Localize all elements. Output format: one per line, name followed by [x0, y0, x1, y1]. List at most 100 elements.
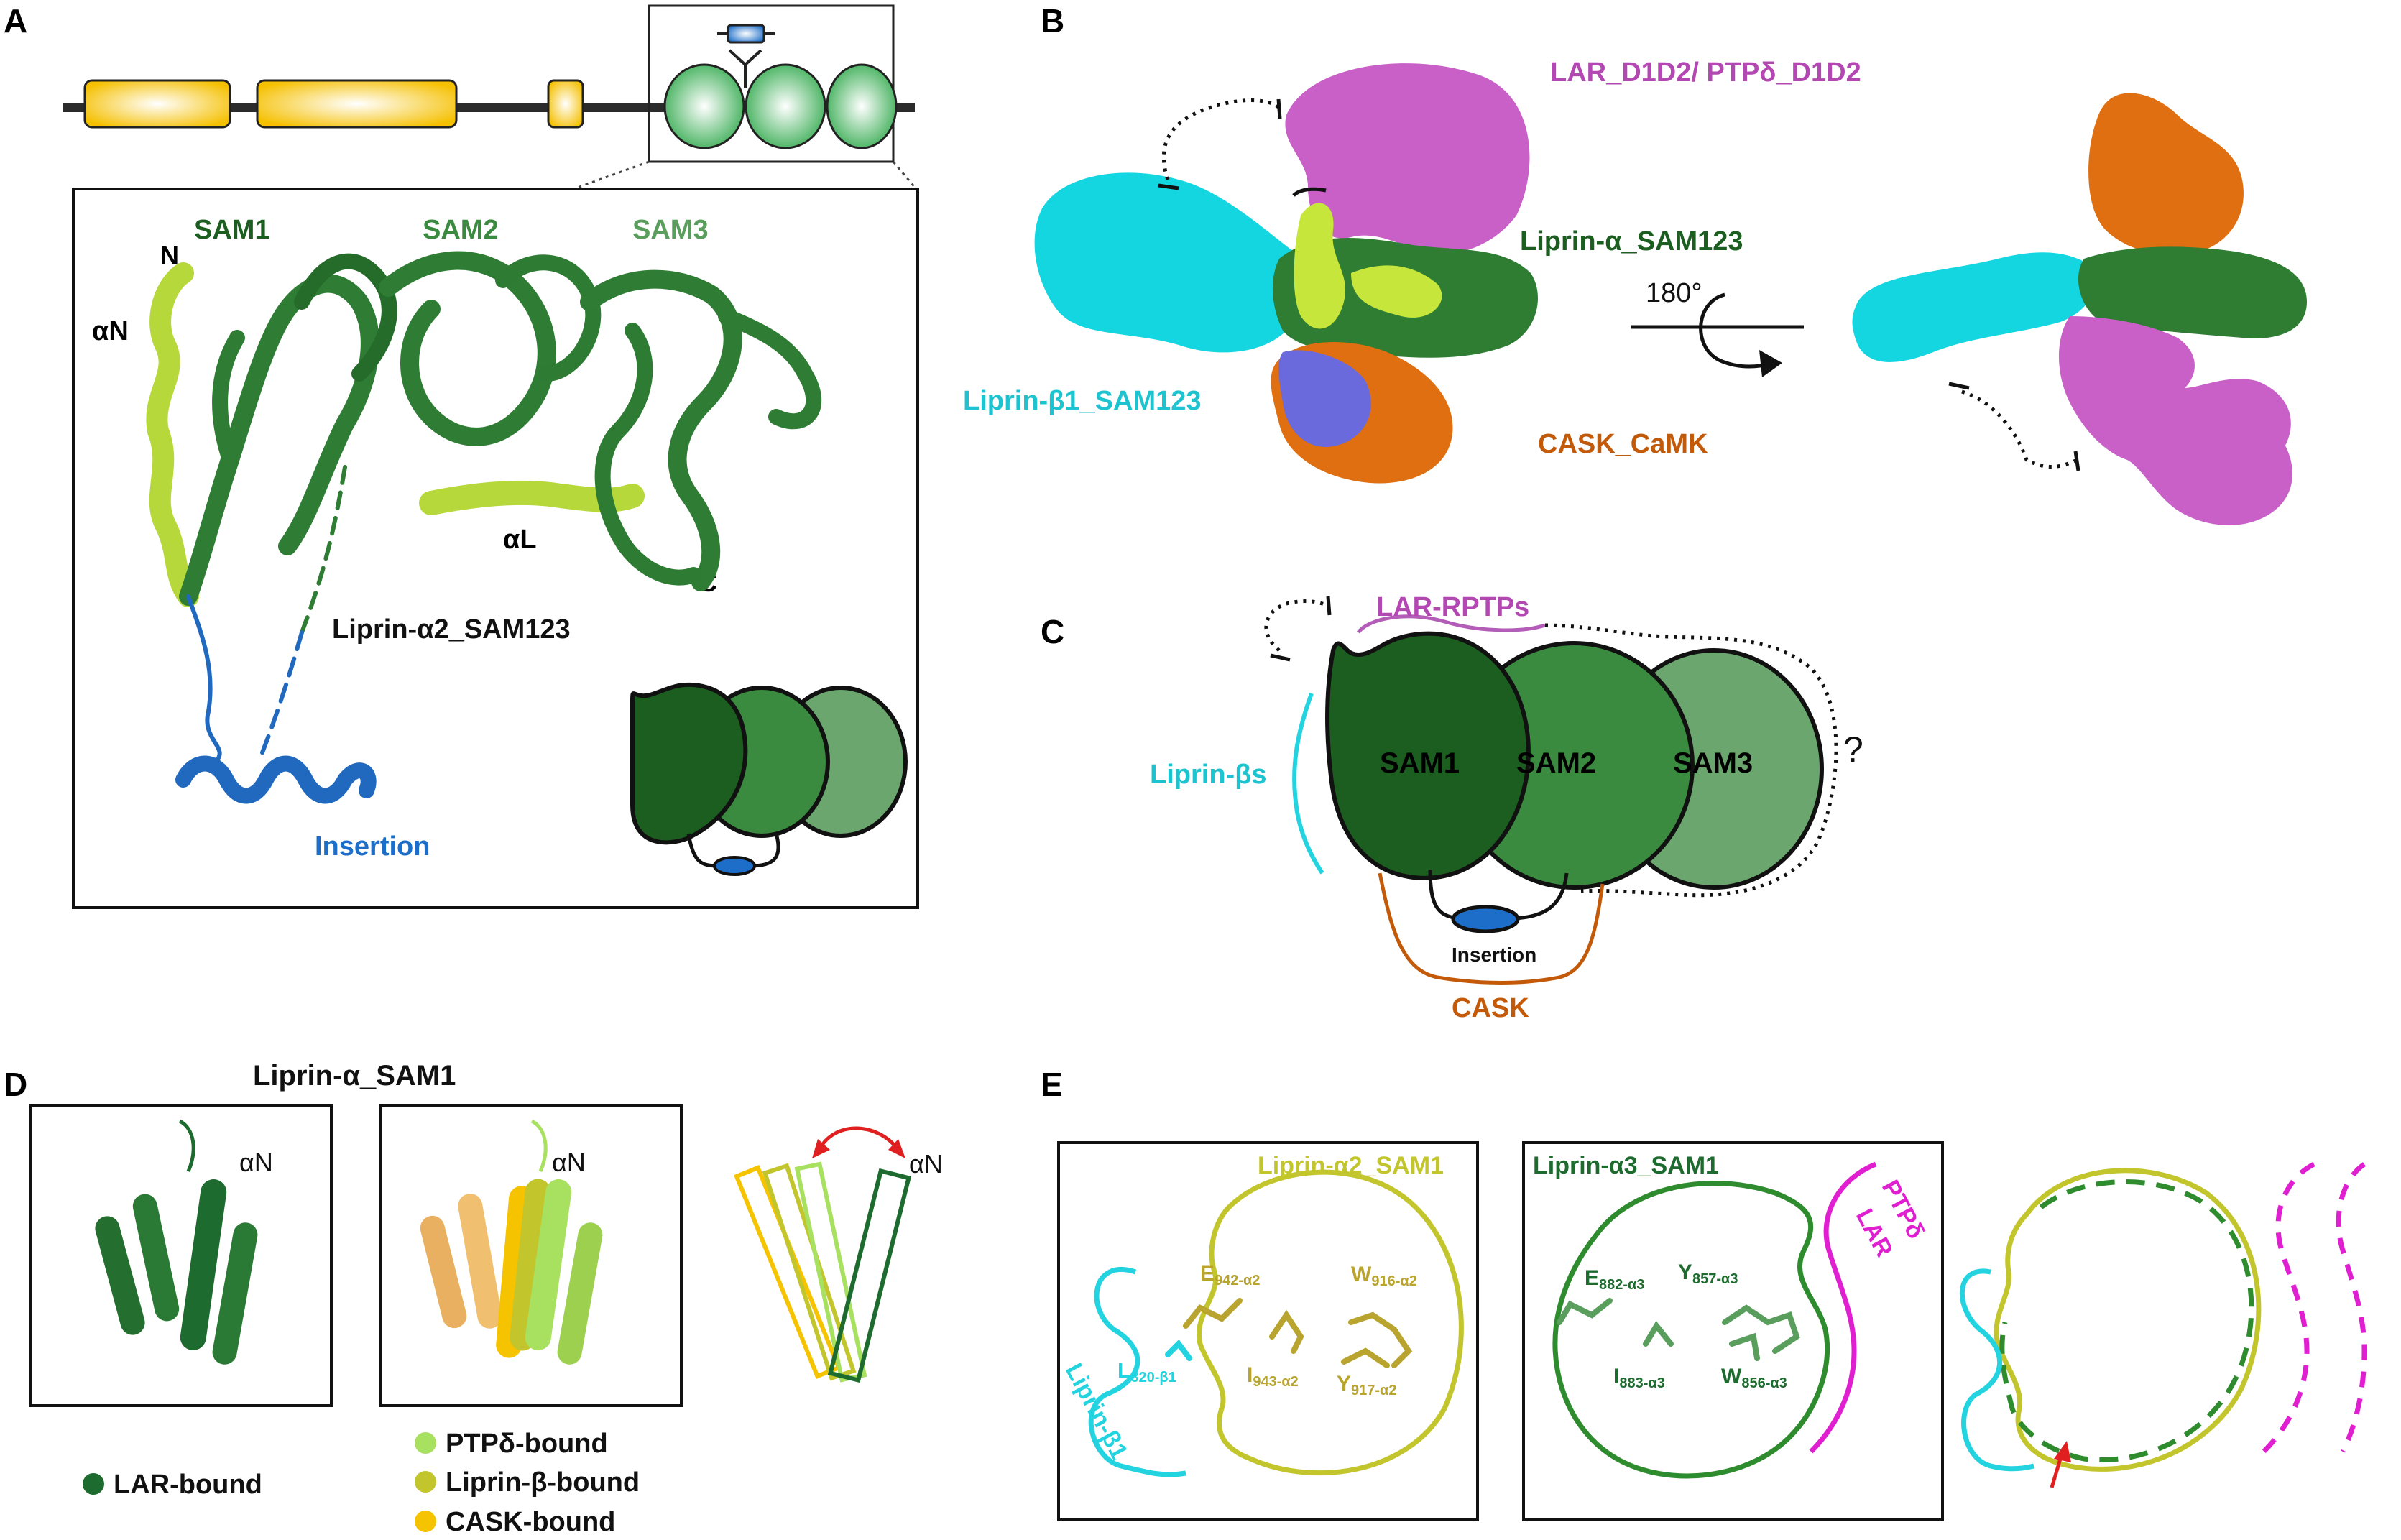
flex-arrow-c — [1264, 599, 1329, 652]
e-box2-ptpd-outline — [1809, 1161, 1877, 1454]
panel-letter-c: C — [1041, 613, 1064, 650]
d-helix-cask-1 — [458, 1194, 502, 1329]
panel-letter-e: E — [1041, 1066, 1063, 1103]
res-i883: I883-α3 — [1613, 1365, 1665, 1391]
panel-d: D Liprin-α_SAM1 αN αN — [4, 1060, 943, 1537]
domain-architecture — [63, 4, 915, 163]
e-box2-title: Liprin-α3_SAM1 — [1533, 1152, 1719, 1179]
sam2-domain — [745, 63, 826, 149]
cask-surface-2 — [2088, 93, 2244, 254]
alpha-n-helix — [146, 262, 199, 607]
sam2-helices — [379, 251, 556, 446]
lar-label: LAR_D1D2/ PTPδ_D1D2 — [1550, 57, 1861, 88]
coiled-coil-3 — [547, 79, 584, 129]
sam1-label: SAM1 — [194, 215, 270, 245]
lar-rptps-contact-line — [1357, 614, 1546, 634]
e-box1-beta-outline — [1088, 1267, 1186, 1477]
zoom-line-left — [573, 160, 650, 190]
structure-box — [72, 188, 919, 909]
d-rect-lar — [827, 1168, 912, 1383]
stick-e942 — [1183, 1298, 1243, 1329]
e-overlay-schematic — [1959, 1161, 2367, 1488]
sam3-helix-c — [718, 308, 822, 430]
res-y857: Y857-α3 — [1678, 1260, 1738, 1287]
lar-d1d2-surface — [1285, 63, 1530, 254]
schematic-insertion — [713, 856, 756, 876]
legend-label-cask: CASK-bound — [446, 1507, 615, 1537]
stick-w856 — [1722, 1304, 1800, 1354]
d-box-lar — [29, 1104, 333, 1407]
res-w856: W856-α3 — [1721, 1365, 1787, 1391]
stick-l820 — [1165, 1339, 1192, 1361]
d-shift-arrowhead-right — [888, 1139, 905, 1158]
d-loop-lar — [178, 1119, 195, 1172]
res-y917: Y917-α2 — [1337, 1372, 1396, 1398]
schematic-sam1 — [630, 682, 748, 845]
e-box2-sam1-outline — [1552, 1181, 1830, 1479]
sam1-helix-b — [212, 330, 245, 468]
flex-arrow-c-tick-b — [1326, 596, 1332, 616]
complex-view-1 — [1034, 63, 1538, 484]
rotation-label: 180° — [1646, 278, 1702, 308]
d-alpha-n-2: αN — [552, 1148, 586, 1177]
c-sam1 — [1325, 631, 1531, 880]
disordered-loop-green — [300, 465, 347, 635]
stick-y857 — [1729, 1332, 1760, 1361]
panel-letter-a: A — [4, 2, 27, 40]
panel-letter-b: B — [1041, 2, 1064, 40]
contact-mark — [1292, 187, 1327, 197]
liprin-beta-label: Liprin-β1_SAM123 — [963, 386, 1202, 416]
insertion-helix — [175, 755, 377, 804]
d-helix-cask-2 — [420, 1215, 467, 1329]
d-helix-ptpd-3 — [557, 1222, 603, 1365]
alpha-l-label: αL — [503, 525, 537, 555]
sam1-helix-c — [294, 253, 397, 382]
d-box-superpose — [379, 1104, 683, 1407]
sam3-label: SAM3 — [632, 215, 709, 245]
liprin-alpha-surface-2 — [2078, 246, 2307, 338]
coiled-coil-2 — [256, 79, 458, 129]
cask-binding-region — [1278, 350, 1371, 447]
panel-b: B LAR_D1D2/ PTPδ_D1D2 Liprin-α_SAM123 Li… — [963, 2, 2307, 525]
liprin-alpha-helix-l — [1351, 265, 1442, 318]
d-rect-beta — [762, 1163, 857, 1381]
d-cylinders-lar — [95, 1119, 258, 1365]
insertion-domain — [727, 24, 765, 44]
insertion-loop — [186, 594, 222, 764]
d-loop-superpose — [530, 1119, 548, 1172]
c-insertion-label: Insertion — [1452, 944, 1536, 966]
legend-label-lar: LAR-bound — [114, 1470, 262, 1500]
stick-i883 — [1643, 1321, 1674, 1347]
d-shift-arrowhead-left — [812, 1139, 830, 1158]
liprin-beta1-surface — [1034, 172, 1301, 353]
sam-zoom-box — [648, 4, 895, 163]
flex-arrow-c-tick-a — [1270, 653, 1291, 662]
rotation-indicator: 180° — [1631, 278, 1804, 377]
d-legend: LAR-bound PTPδ-bound Liprin-β-bound CASK… — [83, 1429, 640, 1537]
sam2-label: SAM2 — [423, 215, 499, 245]
stick-e882 — [1557, 1298, 1613, 1325]
liprin-betas-label: Liprin-βs — [1150, 760, 1267, 790]
legend-label-ptpd: PTPδ-bound — [446, 1429, 608, 1459]
sam123-ribbon — [146, 251, 822, 804]
c-sam1-label: SAM1 — [1380, 747, 1460, 779]
rotation-arc — [1699, 292, 1776, 369]
flex-arrow-2 — [1961, 389, 2078, 469]
flex-arrow-1-tick-a — [1158, 183, 1179, 190]
protein-label: Liprin-α2_SAM123 — [332, 614, 571, 645]
e-overlay-beta — [1959, 1268, 2034, 1472]
liprin-alpha-label: Liprin-α_SAM123 — [1520, 226, 1743, 257]
d-helix-1-lar — [132, 1194, 180, 1322]
rotation-arrowhead — [1759, 350, 1782, 377]
e-box-1 — [1057, 1141, 1479, 1521]
alpha-n-label: αN — [92, 316, 129, 346]
e-overlay-alpha2 — [1994, 1168, 2262, 1472]
flex-arrow-2-tick-b — [2073, 451, 2080, 471]
lar-surface-2 — [2059, 316, 2292, 525]
stick-w916 — [1348, 1311, 1413, 1368]
sam3-helices — [580, 269, 742, 591]
lar-rptps-label: LAR-RPTPs — [1376, 592, 1529, 622]
legend-swatch-lar — [83, 1473, 104, 1495]
legend-swatch-ptpd — [415, 1432, 436, 1454]
